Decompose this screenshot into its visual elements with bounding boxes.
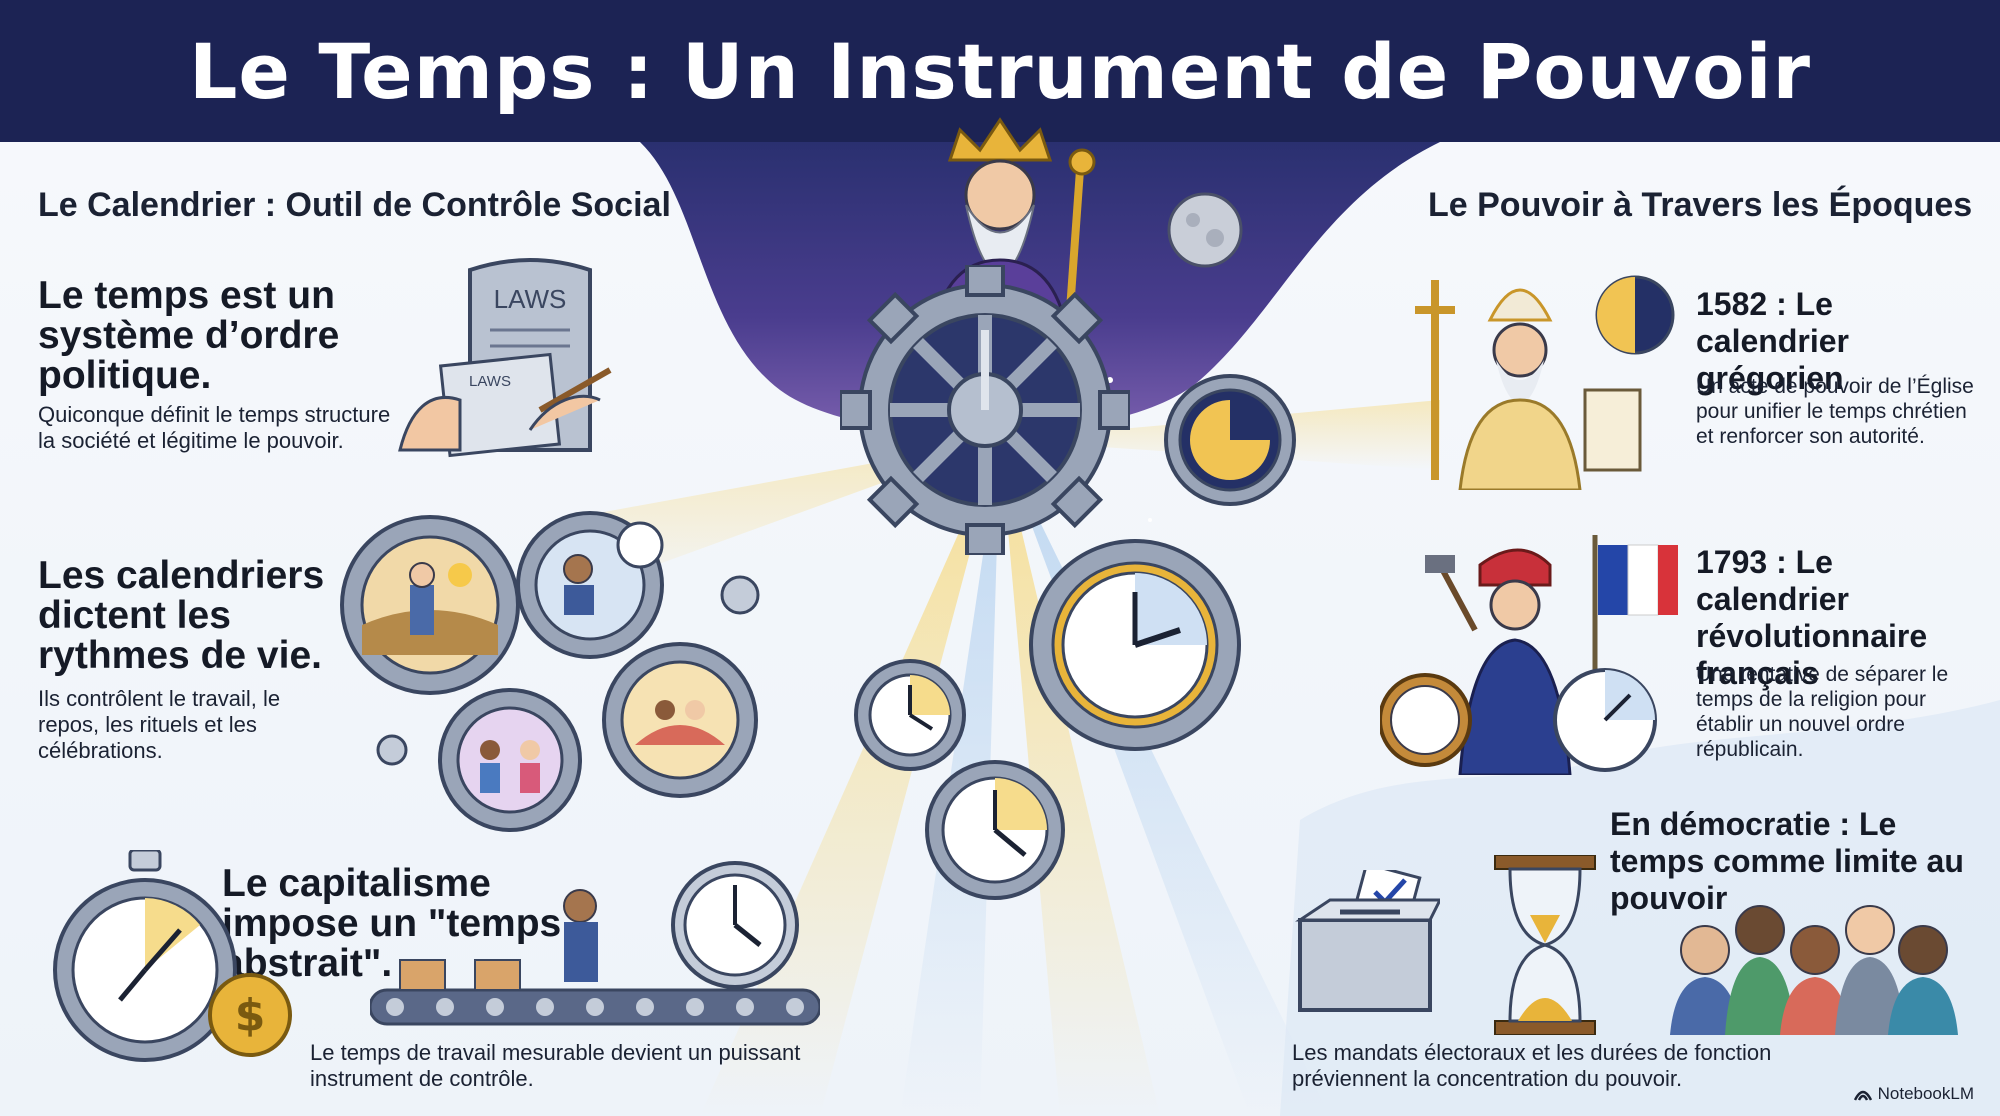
laws-tablet-icon: LAWS LAWS — [398, 258, 612, 458]
conveyor-icon — [370, 861, 820, 1026]
central-gear-icon — [840, 265, 1130, 555]
block1-heading: Le temps est un système d’ordre politiqu… — [38, 274, 340, 397]
coin-icon: $ — [208, 973, 292, 1057]
stopwatch-icon: $ — [53, 850, 292, 1062]
era1-body: Un acte de pouvoir de l’Église pour unif… — [1696, 375, 1974, 448]
citizen-avatar — [1780, 925, 1850, 1035]
citizen-avatar — [1670, 925, 1740, 1035]
brand-label: NotebookLM — [1877, 1084, 1974, 1103]
small-clock-gear-icon — [854, 659, 966, 771]
rest-gear-icon — [602, 642, 758, 798]
gear-icon — [720, 575, 760, 615]
block3-heading: Le capitalisme impose un "temps abstrait… — [222, 862, 562, 985]
citizens-group — [1670, 905, 1958, 1035]
democracy-body: Les mandats électoraux et les durées de … — [1292, 1040, 1772, 1091]
moon-icon — [1167, 192, 1243, 268]
clock-gear-icon — [1029, 539, 1241, 751]
citizen-avatar — [1725, 905, 1795, 1035]
paper-label: LAWS — [469, 373, 511, 390]
celebration-gear-icon — [438, 688, 582, 832]
era2-heading: 1793 : Le calendrier révolutionnaire fra… — [1696, 544, 1928, 691]
svg-text:$: $ — [235, 990, 266, 1041]
block2-heading: Les calendriers dictent les rythmes de v… — [38, 554, 325, 677]
flag-icon — [1592, 535, 1678, 725]
block1-body: Quiconque définit le temps structure la … — [38, 402, 391, 453]
notebooklm-logo-icon — [1853, 1090, 1872, 1101]
citizen-avatar — [1835, 905, 1905, 1035]
sun-moon-icon — [1595, 275, 1675, 355]
pope-figure — [1415, 275, 1675, 490]
worker-gear-icon — [516, 511, 664, 659]
citizen-avatar — [1888, 925, 1958, 1035]
tablet-label: LAWS — [494, 284, 567, 314]
cross-icon — [1415, 280, 1455, 480]
crown-icon — [947, 117, 1053, 162]
scepter-icon — [1066, 169, 1084, 311]
page-title: Le Temps : Un Instrument de Pouvoir — [188, 26, 1812, 116]
farmer-gear-icon — [340, 515, 520, 695]
scroll-icon — [1583, 388, 1642, 472]
ballot-box-icon — [1295, 870, 1440, 1012]
era2-body: Une tentative de séparer le temps de la … — [1696, 663, 1949, 761]
life-rhythms-gears — [340, 511, 760, 832]
block2-body: Ils contrôlent le travail, le repos, les… — [38, 686, 281, 763]
moon-phase-gear-icon — [1164, 374, 1296, 506]
democracy-heading: En démocratie : Le temps comme limite au… — [1610, 806, 1964, 916]
notebooklm-brand: NotebookLM — [1853, 1084, 1974, 1104]
era1-heading: 1582 : Le calendrier grégorien — [1696, 286, 1849, 396]
hourglass-icon — [1494, 855, 1596, 1035]
clock-icon — [616, 521, 664, 569]
lower-clock-gear-icon — [925, 760, 1065, 900]
right-section-title: Le Pouvoir à Travers les Époques — [1428, 186, 1973, 224]
left-section-title: Le Calendrier : Outil de Contrôle Social — [38, 186, 671, 224]
revolutionary-figure — [1380, 535, 1678, 775]
wall-clock-icon — [671, 861, 799, 989]
block3-body: Le temps de travail mesurable devient un… — [310, 1040, 801, 1091]
